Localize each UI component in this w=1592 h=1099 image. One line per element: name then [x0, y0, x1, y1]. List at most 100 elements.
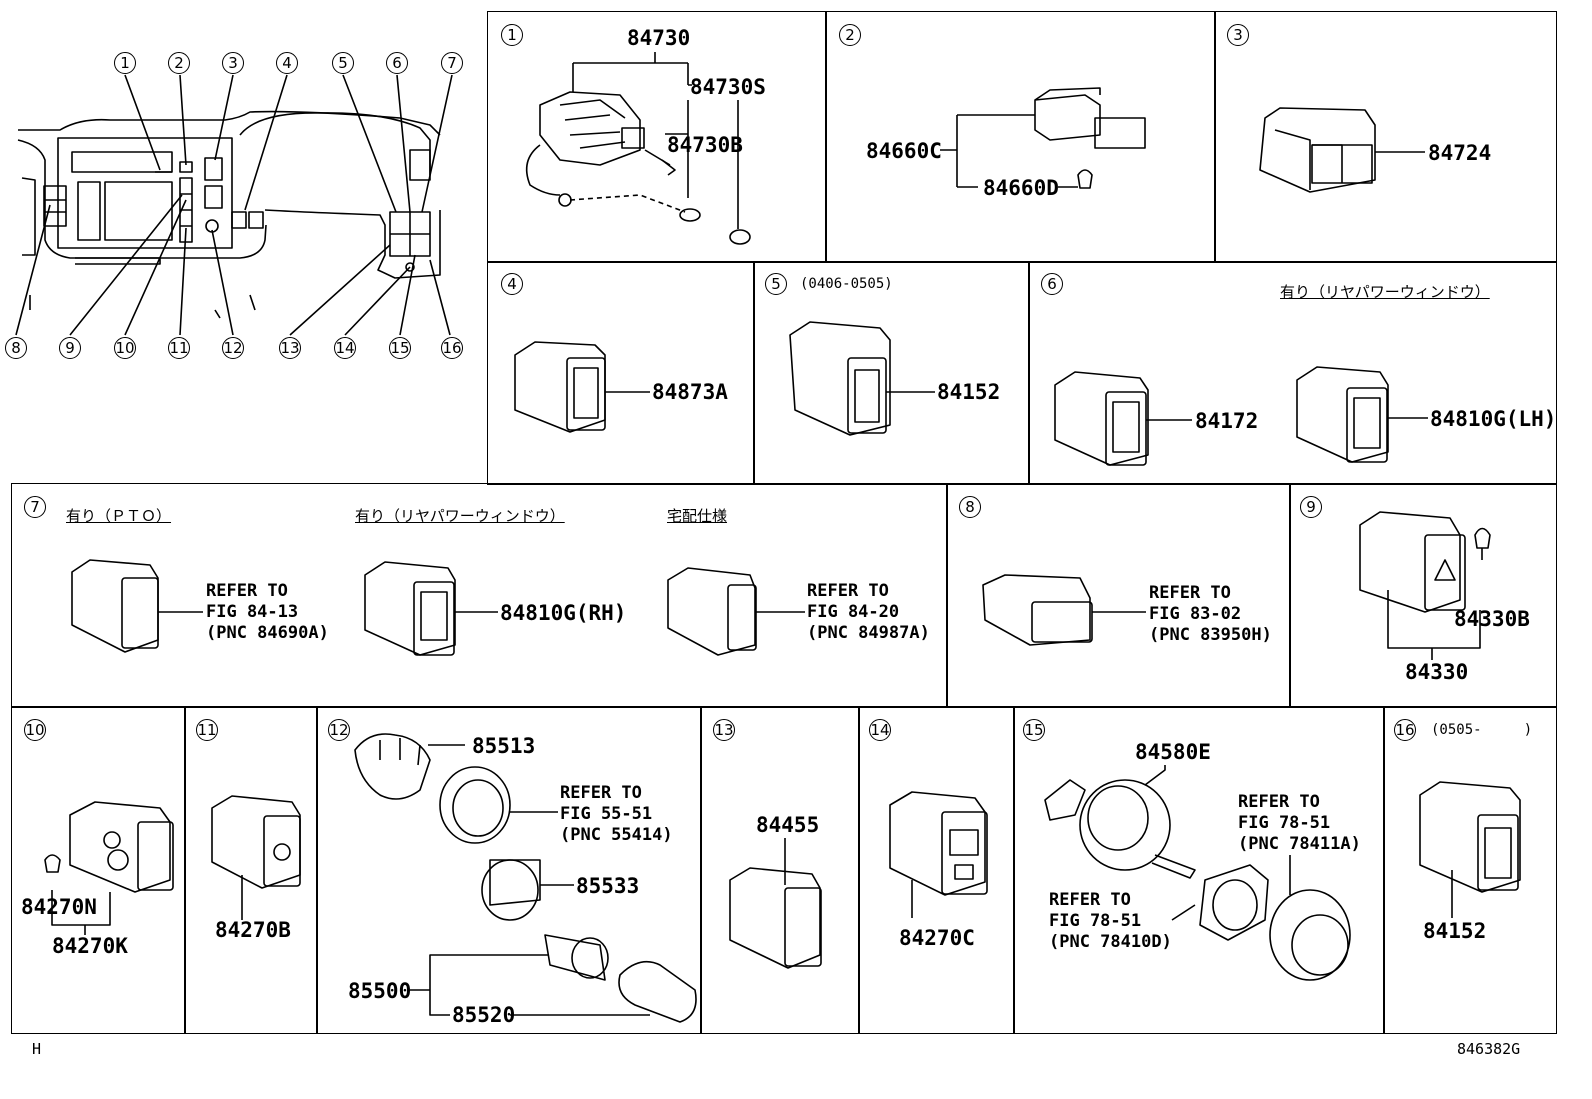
part-84152-a-drawing	[789, 321, 935, 436]
overview-callout-3: 3	[222, 52, 244, 74]
refer-to-fig-84-13: REFER TO FIG 84-13 (PNC 84690A)	[206, 581, 329, 643]
part-number-84724: 84724	[1428, 141, 1492, 165]
overview-callout-9: 9	[59, 337, 81, 359]
part-number-84330: 84330	[1405, 660, 1469, 684]
part-number-84270C: 84270C	[899, 926, 975, 950]
cell-number-4: 4	[501, 273, 523, 295]
part-84660-drawing	[940, 87, 1146, 189]
overview-callout-10: 10	[114, 337, 136, 359]
part-84730-drawing	[525, 52, 751, 245]
overview-callout-4: 4	[276, 52, 298, 74]
cell-15	[1013, 706, 1385, 1034]
condition-note-pto: 有り（ＰＴＯ）	[66, 507, 172, 525]
cell-14	[858, 706, 1015, 1034]
overview-callout-7: 7	[441, 52, 463, 74]
cell-number-10: 10	[24, 719, 46, 741]
part-number-85520: 85520	[452, 1003, 516, 1027]
cell-10	[11, 706, 186, 1034]
refer-to-fig-84-20: REFER TO FIG 84-20 (PNC 84987A)	[807, 581, 930, 643]
date-range-label: (0406-0505)	[800, 276, 893, 292]
part-84330-drawing	[1359, 511, 1491, 660]
cell-number-11: 11	[196, 719, 218, 741]
part-number-85500: 85500	[348, 979, 412, 1003]
part-number-84730: 84730	[627, 26, 691, 50]
part-number-84660D: 84660D	[983, 176, 1059, 200]
cell-13	[700, 706, 860, 1034]
cell-12	[316, 706, 702, 1034]
part-84724-drawing	[1259, 107, 1425, 193]
cell-number-7: 7	[24, 496, 46, 518]
cell-6	[1028, 261, 1557, 485]
part-number-84270B: 84270B	[215, 918, 291, 942]
refer-to-fig-78-51-a: REFER TO FIG 78-51 (PNC 78411A)	[1238, 792, 1361, 854]
condition-note: 有り（リヤパワーウィンドウ）	[1280, 283, 1490, 301]
condition-note-delivery: 宅配仕様	[667, 507, 728, 525]
cell-5	[753, 261, 1030, 485]
part-number-84270N: 84270N	[21, 895, 97, 919]
part-number-84730S: 84730S	[690, 75, 766, 99]
part-84810G-LH-drawing	[1296, 366, 1428, 463]
footer-left-code: H	[32, 1040, 42, 1058]
part-number-84660C: 84660C	[866, 139, 942, 163]
refer-to-fig-83-02: REFER TO FIG 83-02 (PNC 83950H)	[1149, 583, 1272, 645]
cell-number-8: 8	[959, 496, 981, 518]
part-84270C-drawing	[889, 791, 988, 918]
overview-callout-6: 6	[386, 52, 408, 74]
part-number-84873A: 84873A	[652, 380, 728, 404]
cell-number-1: 1	[501, 24, 523, 46]
overview-callout-2: 2	[168, 52, 190, 74]
part-number-84810G-RH: 84810G(RH)	[500, 601, 627, 625]
overview-callout-1: 1	[114, 52, 136, 74]
overview-callout-8: 8	[5, 337, 27, 359]
part-number-84270K: 84270K	[52, 934, 128, 958]
cell-11	[184, 706, 318, 1034]
cell-number-16: 16	[1394, 719, 1416, 741]
part-number-84152: 84152	[937, 380, 1001, 404]
cell-7	[11, 483, 948, 708]
cell-number-14: 14	[869, 719, 891, 741]
part-number-84172: 84172	[1195, 409, 1259, 433]
cell-number-3: 3	[1227, 24, 1249, 46]
cell-9	[1289, 483, 1557, 708]
part-cigar-lighter-drawing	[354, 733, 697, 1023]
part-84152-b-drawing	[1419, 781, 1521, 918]
overview-callout-16: 16	[441, 337, 463, 359]
part-84455-drawing	[729, 838, 822, 969]
part-number-84330B: 84330B	[1454, 607, 1530, 631]
figure-number: 846382G	[1457, 1040, 1521, 1058]
part-84270B-drawing	[211, 795, 301, 920]
part-84580E-drawing	[1044, 765, 1351, 981]
overview-callout-14: 14	[334, 337, 356, 359]
part-number-85533: 85533	[576, 874, 640, 898]
part-number-84455: 84455	[756, 813, 820, 837]
cell-number-12: 12	[328, 719, 350, 741]
cell-8	[946, 483, 1291, 708]
refer-to-fig-78-51-b: REFER TO FIG 78-51 (PNC 78410D)	[1049, 890, 1172, 952]
cell-number-13: 13	[713, 719, 735, 741]
overview-callout-12: 12	[222, 337, 244, 359]
part-8-switch-drawing	[982, 574, 1146, 646]
part-84810G-RH-drawing	[364, 561, 498, 656]
part-pto-switch-drawing	[71, 559, 203, 653]
part-84172-drawing	[1054, 371, 1192, 466]
cell-3	[1214, 11, 1557, 263]
part-84270K-drawing	[44, 801, 174, 935]
cell-2	[825, 11, 1216, 263]
condition-note-rear-window: 有り（リヤパワーウィンドウ）	[355, 507, 565, 525]
part-number-84730B: 84730B	[667, 133, 743, 157]
part-number-85513: 85513	[472, 734, 536, 758]
cell-16	[1383, 706, 1557, 1034]
cell-1	[487, 11, 827, 263]
cell-number-2: 2	[839, 24, 861, 46]
dashboard-overview-drawing	[15, 74, 453, 336]
cell-number-6: 6	[1041, 273, 1063, 295]
refer-to-fig-55-51: REFER TO FIG 55-51 (PNC 55414)	[560, 783, 673, 845]
overview-callout-11: 11	[168, 337, 190, 359]
cell-number-5: 5	[765, 273, 787, 295]
overview-callout-15: 15	[389, 337, 411, 359]
part-delivery-switch-drawing	[667, 567, 805, 656]
part-number-84810G-LH: 84810G(LH)	[1430, 407, 1557, 431]
overview-callout-13: 13	[279, 337, 301, 359]
part-number-84152-b: 84152	[1423, 919, 1487, 943]
cell-number-9: 9	[1300, 496, 1322, 518]
